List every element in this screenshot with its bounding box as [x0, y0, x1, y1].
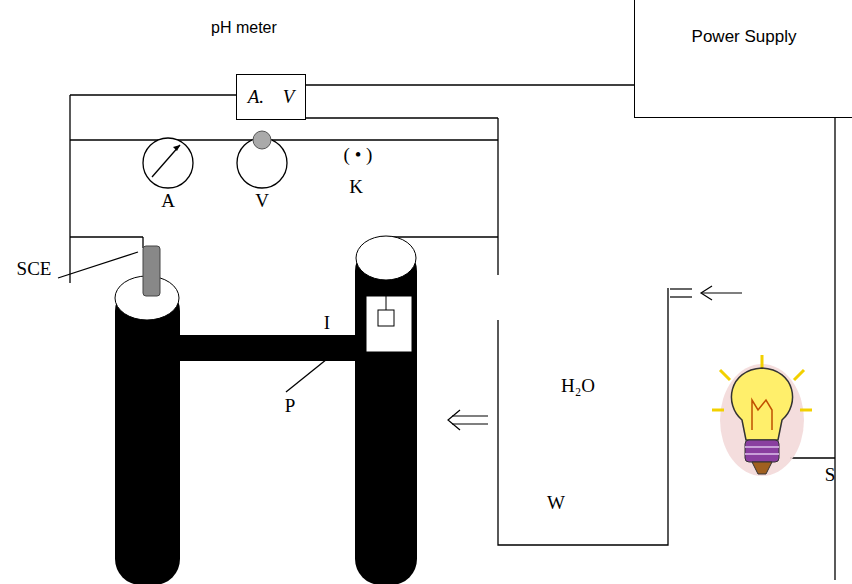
callout-letter: V	[255, 191, 269, 210]
light-arrow	[448, 410, 460, 430]
node-text: Power Supply	[692, 27, 797, 47]
wire	[497, 118, 498, 275]
wire	[306, 117, 498, 118]
wire	[69, 95, 70, 283]
power-supply-box: Power Supply	[634, 0, 852, 118]
part-label: SCE	[17, 259, 52, 278]
wire	[70, 139, 498, 140]
node-text: A. V	[248, 86, 295, 108]
sce-electrode	[143, 246, 160, 296]
electrode-lead	[386, 280, 387, 310]
part-label: W	[547, 493, 565, 512]
sce-compartment	[115, 285, 180, 584]
switch-symbol: ( • )	[344, 145, 373, 164]
leader-line	[58, 252, 138, 278]
light-arrow	[701, 286, 712, 300]
light-arrow	[670, 288, 692, 289]
light-arrow	[670, 296, 692, 297]
working-compartment	[355, 245, 417, 584]
wire	[70, 94, 236, 95]
water-filter	[498, 288, 668, 545]
wire	[834, 118, 835, 580]
light-arrow	[452, 415, 488, 416]
node-heading: pH meter	[211, 19, 277, 37]
meter-needle	[173, 145, 180, 151]
wire-connector	[306, 84, 634, 85]
salt-bridge	[178, 335, 358, 361]
callout-letter: K	[349, 177, 363, 196]
cell-cap	[356, 236, 416, 280]
photoelectrode	[378, 310, 394, 326]
lamp	[712, 355, 812, 476]
wire	[70, 236, 143, 237]
cell-window	[366, 296, 412, 352]
meter-needle	[152, 145, 180, 177]
part-label: I	[324, 313, 330, 332]
ph-meter-box: pH meterA. V	[236, 74, 306, 120]
part-label: P	[285, 396, 296, 415]
light-arrow	[702, 292, 742, 293]
part-label: S	[825, 465, 836, 484]
ammeter-symbol	[143, 138, 193, 188]
callout-letter: A	[161, 191, 175, 210]
meter-knob	[253, 131, 271, 149]
wire	[790, 457, 835, 458]
part-label: H₂O	[561, 376, 595, 395]
light-arrow	[452, 423, 488, 424]
